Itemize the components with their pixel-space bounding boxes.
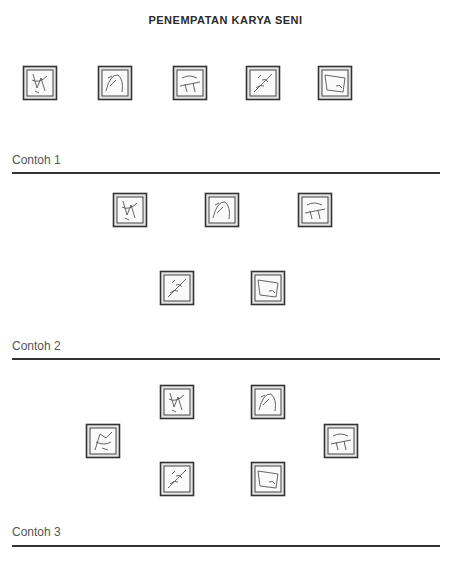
- artwork-group-2: [114, 194, 332, 305]
- divider-rule: [12, 358, 440, 360]
- framed-artwork: [252, 272, 285, 305]
- framed-artwork: [174, 67, 207, 100]
- framed-artwork: [99, 67, 132, 100]
- example-label: Contoh 3: [12, 525, 61, 539]
- framed-artwork: [87, 425, 120, 458]
- artwork-group-3: [87, 386, 358, 496]
- divider-rule: [12, 545, 440, 547]
- framed-artwork: [206, 194, 239, 227]
- framed-artwork: [161, 463, 194, 496]
- framed-artwork: [114, 194, 147, 227]
- page-title: PENEMPATAN KARYA SENI: [148, 14, 302, 26]
- framed-artwork: [325, 425, 358, 458]
- framed-artwork: [299, 194, 332, 227]
- framed-artwork: [161, 386, 194, 419]
- framed-artwork: [24, 67, 57, 100]
- label-holder: Contoh 3: [12, 522, 61, 540]
- framed-artwork: [252, 463, 285, 496]
- label-holder: Contoh 1: [12, 150, 61, 168]
- title-holder: PENEMPATAN KARYA SENI: [0, 10, 451, 28]
- example-label: Contoh 1: [12, 153, 61, 167]
- framed-artwork: [247, 67, 280, 100]
- example-label: Contoh 2: [12, 339, 61, 353]
- label-holder: Contoh 2: [12, 336, 61, 354]
- divider-rule: [12, 172, 440, 174]
- framed-artwork: [161, 272, 194, 305]
- framed-artwork: [319, 67, 352, 100]
- artwork-row-1: [24, 67, 352, 100]
- framed-artwork: [252, 386, 285, 419]
